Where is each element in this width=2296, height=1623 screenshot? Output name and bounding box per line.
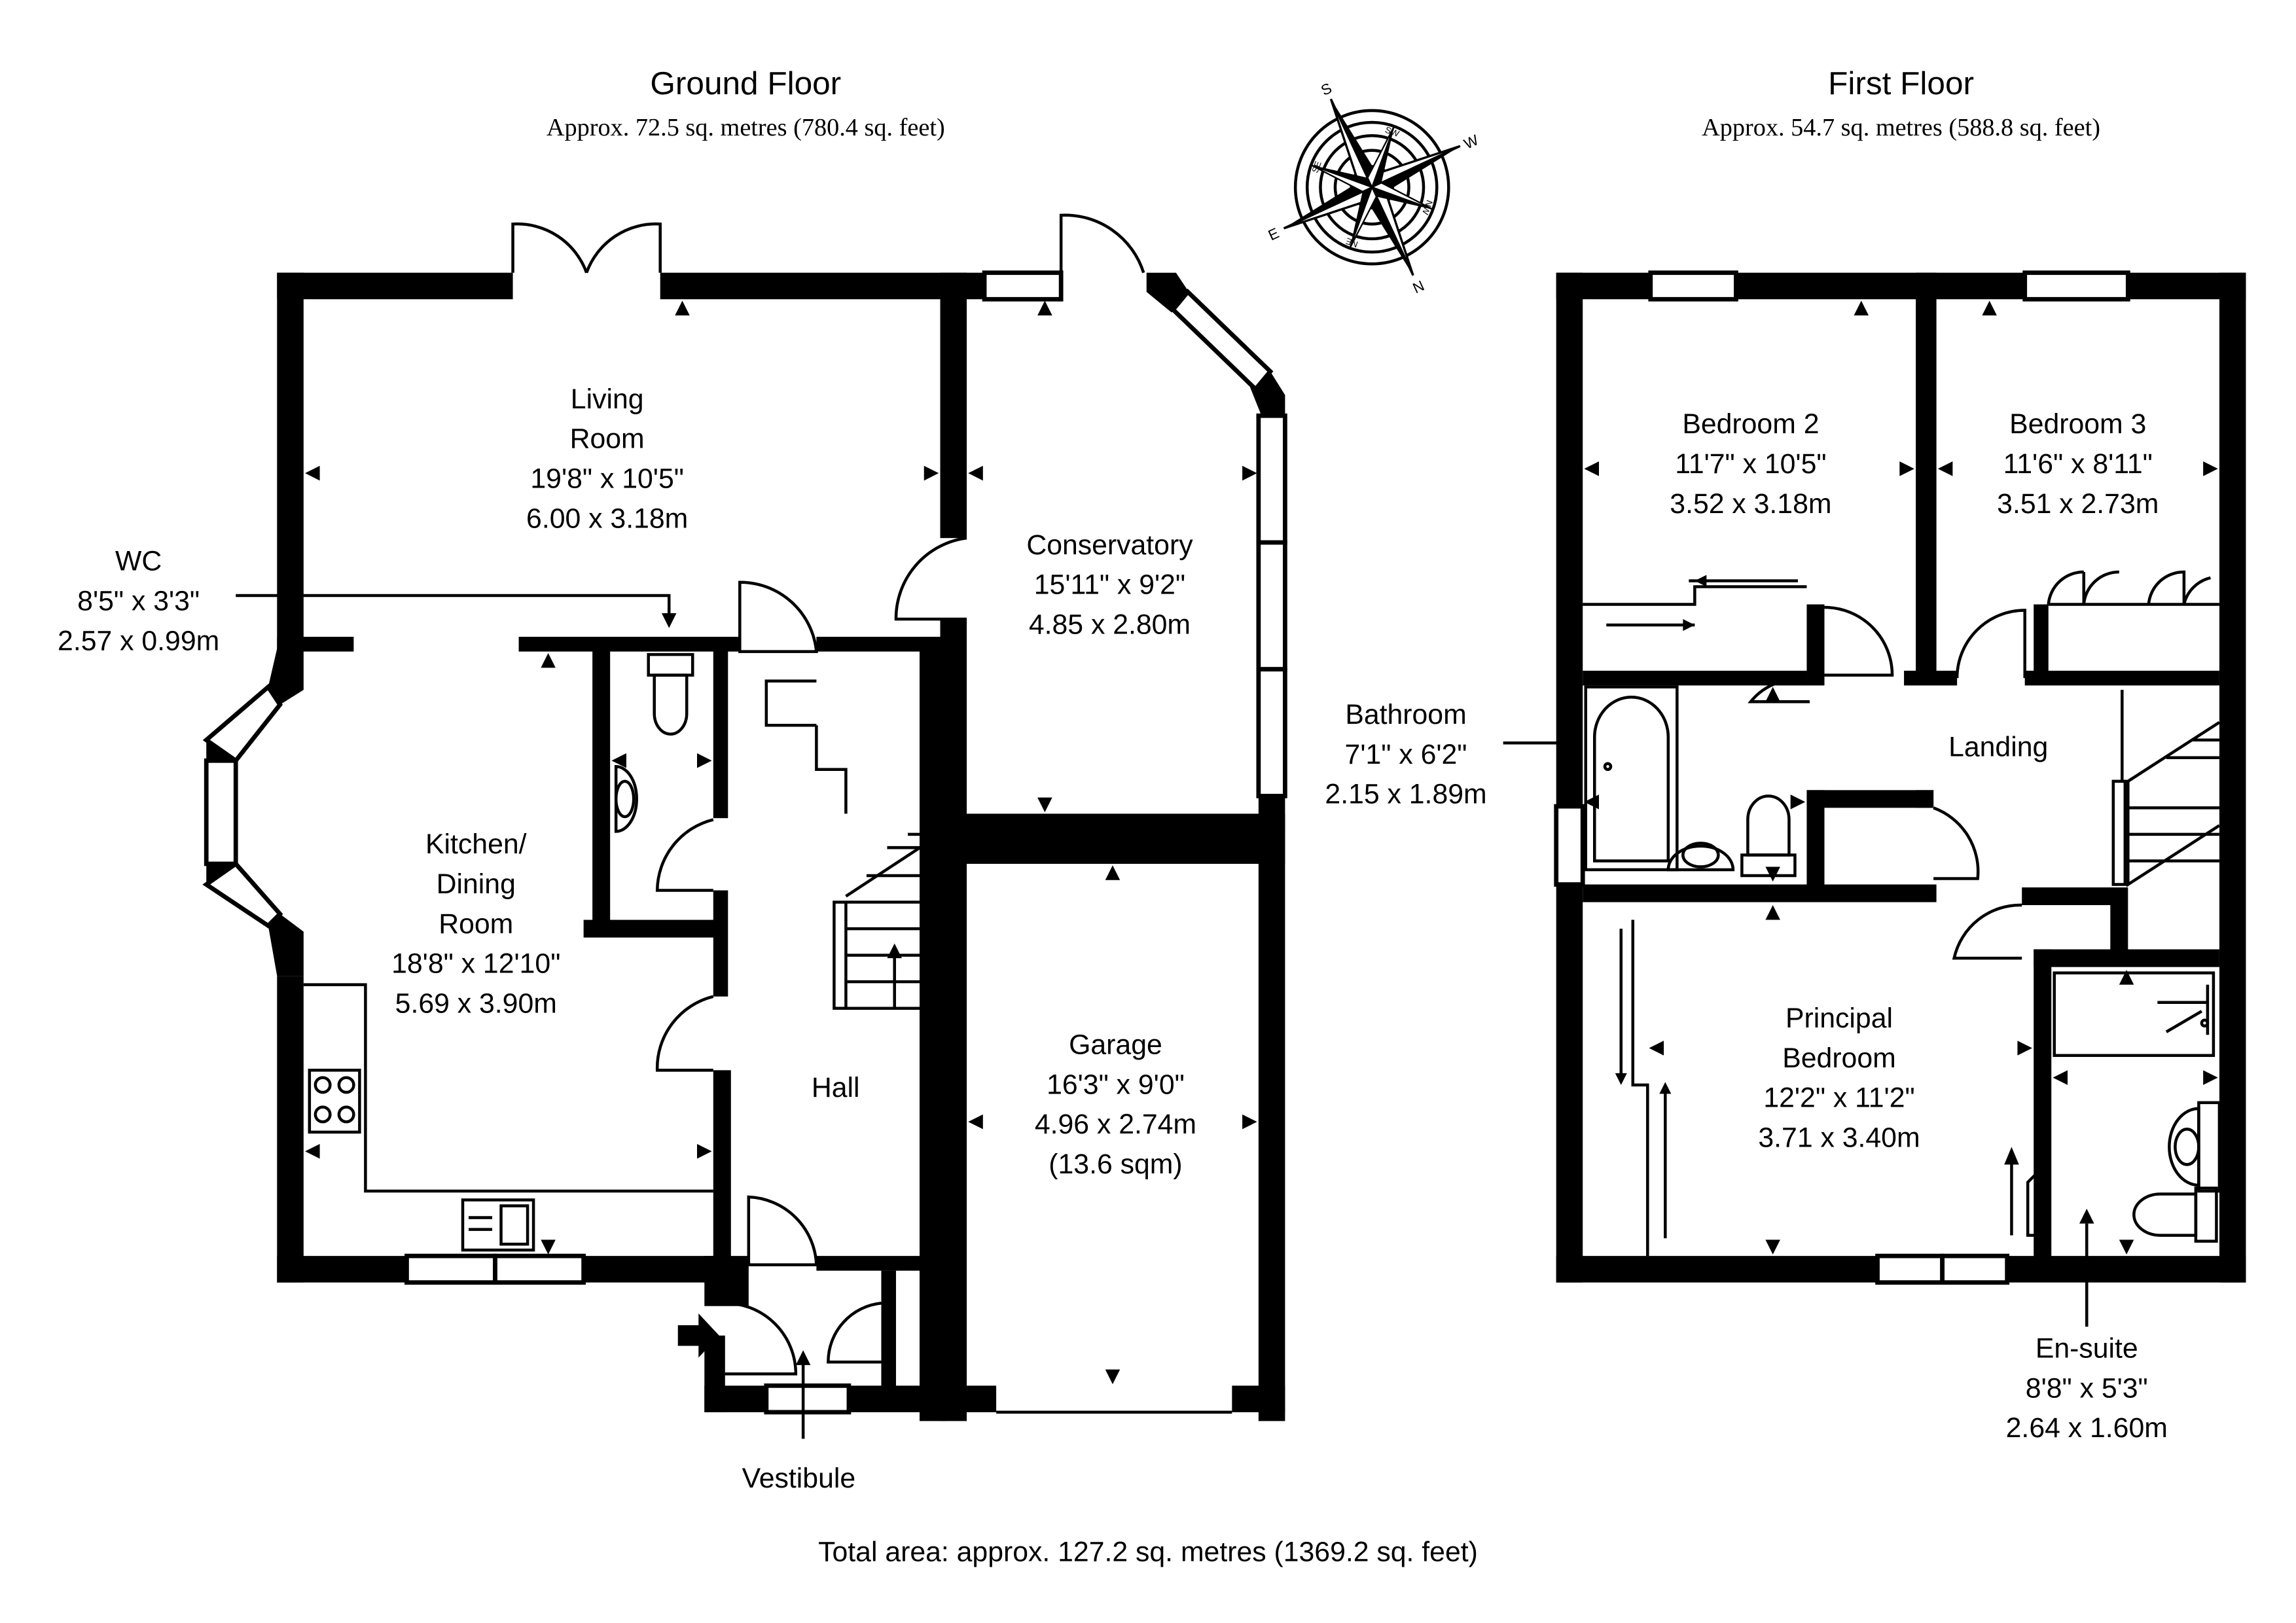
bedroom-2-metric: 3.52 x 3.18m [1670,488,1831,520]
principal-bedroom-name-2: Bedroom [1782,1043,1895,1074]
toilet-icon [647,652,694,736]
ground-floor-doors [511,213,1145,1376]
kitchen-name-3: Room [439,908,513,940]
wc-basin-icon [614,765,638,833]
conservatory-imperial: 15'11" x 9'2" [1034,569,1185,601]
compass-label-n: N [1410,277,1427,297]
living-room-name-1: Living [571,383,644,415]
conservatory-metric: 4.85 x 2.80m [1029,609,1191,641]
bedroom-2-name: Bedroom 2 [1682,408,1819,440]
sink-icon [461,1198,535,1252]
garage-extra: (13.6 sqm) [1049,1149,1182,1180]
bedroom-2-imperial: 11'7" x 10'5" [1675,448,1826,480]
hall-name: Hall [812,1072,860,1103]
stairs-icon [2111,690,2221,887]
compass-label-e: E [1266,224,1282,243]
stairs-icon [833,832,941,1010]
ground-floor-dimension-marks [305,300,1257,1385]
bedroom-3-imperial: 11'6" x 8'11" [2003,448,2153,480]
compass-label-ne: NE [1344,236,1359,249]
ground-floor-fixtures [236,594,941,1439]
total-area: Total area: approx. 127.2 sq. metres (13… [818,1536,1478,1567]
compass-label-w: W [1462,132,1481,152]
bathroom-name: Bathroom [1345,699,1466,730]
kitchen-imperial: 18'8" x 12'10" [391,948,560,980]
compass-label-nw: NW [1420,199,1435,217]
compass-label-se: SE [1310,160,1323,174]
shower-tray-icon [2053,971,2215,1058]
compass-rose-icon: S W N E SW NW NE SE [1266,80,1482,297]
living-room-imperial: 19'8" x 10'5" [530,463,684,495]
en-suite-metric: 2.64 x 1.60m [2006,1412,2168,1444]
hob-icon [308,1069,361,1134]
conservatory-name: Conservatory [1026,529,1193,561]
ground-floor-title: Ground Floor [650,65,841,101]
bathroom-metric: 2.15 x 1.89m [1325,779,1486,810]
compass-label-s: S [1318,80,1334,99]
principal-bedroom-metric: 3.71 x 3.40m [1758,1122,1920,1153]
wc-metric: 2.57 x 0.99m [58,625,219,656]
compass-label-sw: SW [1384,125,1401,139]
bath-icon [1584,685,1679,872]
garage-metric: 4.96 x 2.74m [1035,1109,1196,1140]
toilet-icon [2132,1186,2218,1243]
first-floor-doors [1748,570,2211,1237]
kitchen-name-1: Kitchen/ [425,829,527,860]
ground-floor-area: Approx. 72.5 sq. metres (780.4 sq. feet) [547,114,945,141]
kitchen-metric: 5.69 x 3.90m [395,988,557,1019]
garage-imperial: 16'3" x 9'0" [1047,1069,1185,1100]
bedroom-3-name: Bedroom 3 [2009,408,2146,440]
en-suite-imperial: 8'8" x 5'3" [2026,1372,2148,1404]
wc-name: WC [115,546,162,577]
first-floor-title: First Floor [1828,65,1974,101]
first-floor-windows [1554,270,2130,1285]
first-floor-walls [1556,272,2246,1283]
bathroom-basin-icon [1666,842,1735,872]
living-room-metric: 6.00 x 3.18m [526,503,688,534]
landing-name: Landing [1948,732,2048,763]
ground-floor-windows [202,270,1287,1415]
first-floor-fixtures [1503,575,2221,1327]
en-suite-name: En-suite [2036,1333,2138,1364]
toilet-icon [1740,794,1797,878]
first-floor-dimension-marks [1584,300,2218,1255]
vestibule-name: Vestibule [742,1463,856,1494]
principal-bedroom-name-1: Principal [1785,1003,1893,1034]
wc-imperial: 8'5" x 3'3" [77,586,200,617]
garage-name: Garage [1069,1029,1162,1061]
bedroom-3-metric: 3.51 x 2.73m [1997,488,2159,520]
first-floor-area: Approx. 54.7 sq. metres (588.8 sq. feet) [1702,114,2100,141]
kitchen-name-2: Dining [437,868,516,900]
en-suite-basin-icon [2168,1101,2221,1193]
living-room-name-2: Room [570,423,645,455]
ground-floor-walls [206,272,1285,1421]
bathroom-imperial: 7'1" x 6'2" [1345,739,1467,770]
principal-bedroom-imperial: 12'2" x 11'2" [1763,1082,1914,1114]
